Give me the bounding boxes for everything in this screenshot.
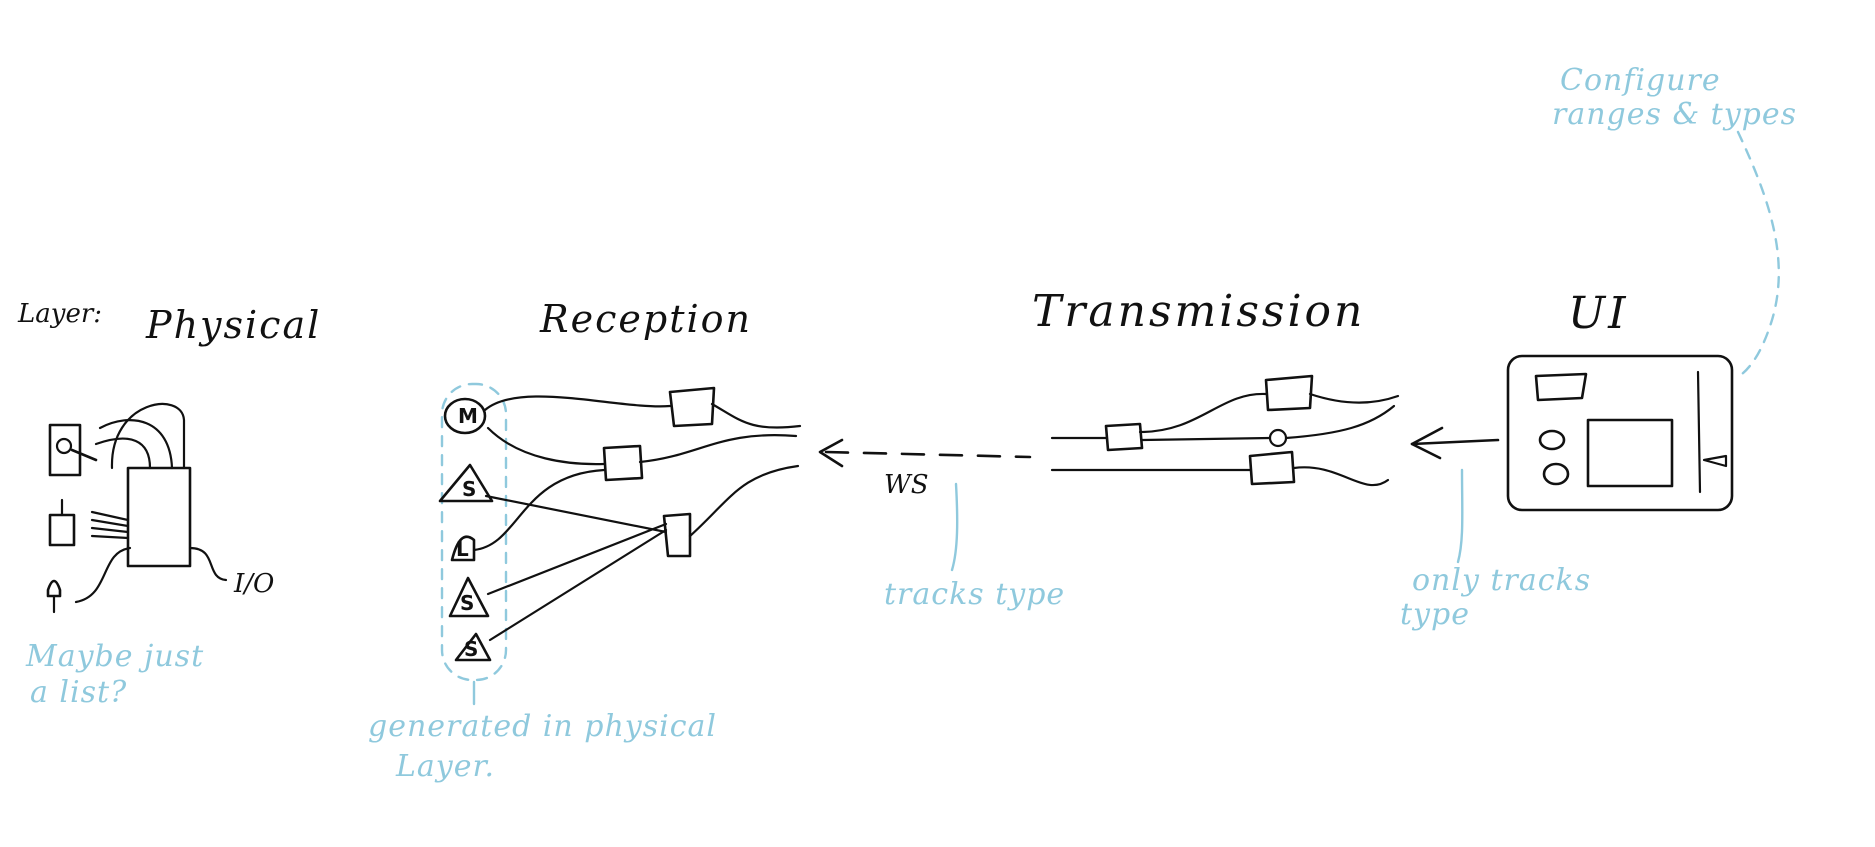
reception-wire-1 [483, 395, 672, 412]
layer-title-reception: Reception [539, 297, 752, 341]
transmission-layer-diagram [1050, 374, 1400, 487]
websocket-link: WS [818, 438, 1032, 500]
sensor-s3-shape [454, 632, 492, 662]
led-device-icon [46, 579, 62, 598]
sensor-s3-glyph: S [464, 637, 478, 661]
physical-layer-diagram: I/O [46, 402, 274, 614]
sensor-l-glyph: L [456, 537, 469, 561]
reception-wire-4 [638, 434, 798, 464]
note-configure-leader [1736, 130, 1780, 376]
reception-wire-7 [486, 522, 668, 596]
layer-prefix-label: Layer: [17, 299, 102, 329]
sensor-m-shape [443, 397, 487, 435]
layer-title-physical: Physical [145, 303, 321, 347]
ui-arrowhead [1410, 426, 1444, 460]
ui-widget-slider-track [1696, 370, 1702, 494]
transmission-node-2 [1264, 374, 1314, 412]
ui-arrow-shaft [1410, 438, 1500, 446]
note-physical-line-2: a list? [30, 675, 127, 710]
switch-device-icon [48, 423, 82, 477]
note-tracks-type: tracks type [884, 577, 1065, 612]
transmission-node-3 [1248, 450, 1296, 486]
ui-widget-label [1534, 372, 1588, 402]
reception-wire-8 [488, 528, 668, 642]
sensor-s1-shape [438, 463, 494, 503]
note-physical-line-1: Maybe just [25, 639, 204, 674]
transmission-wire-4 [1140, 436, 1272, 442]
controller-board [126, 466, 192, 568]
sensor-s2-shape [448, 576, 490, 618]
reception-node-2 [602, 444, 644, 482]
generated-sensors-outline [440, 382, 508, 682]
wire-3 [94, 437, 152, 470]
layer-title-ui: UI [1568, 288, 1628, 339]
note-only-tracks-line-2: type [1400, 597, 1470, 632]
layer-title-transmission: Transmission [1032, 286, 1365, 337]
reception-node-1 [668, 386, 716, 428]
reception-wire-6 [484, 494, 668, 534]
wire-7 [90, 534, 130, 540]
sensor-m-glyph: M [458, 404, 478, 428]
box-device-icon [48, 513, 76, 547]
switch-knob-icon [55, 437, 73, 455]
note-configure-line-2: ranges & types [1552, 97, 1797, 132]
wire-5 [90, 518, 130, 528]
sensor-l-shape [450, 535, 476, 562]
wire-4 [90, 510, 130, 522]
ws-label: WS [884, 470, 929, 500]
ui-device-frame [1506, 354, 1734, 512]
ws-arrowhead [818, 438, 844, 468]
note-generated-line-1: generated in physical [368, 709, 717, 744]
io-label: I/O [233, 569, 274, 599]
transmission-wire-7 [1292, 466, 1390, 487]
switch-lever [70, 448, 98, 462]
note-tracks-type-leader [950, 482, 959, 572]
transmission-wire-5 [1284, 404, 1396, 440]
ui-widget-panel [1586, 418, 1674, 488]
annotations: Maybe just a list? generated in physical… [25, 63, 1797, 784]
reception-node-3 [662, 512, 692, 558]
note-generated-line-2: Layer. [395, 749, 495, 784]
wire-8 [74, 546, 132, 604]
wire-2 [98, 419, 174, 470]
sensor-s2-glyph: S [460, 591, 474, 615]
reception-wire-5 [472, 468, 606, 552]
transmission-wire-2 [1138, 392, 1268, 434]
ui-layer-diagram [1410, 354, 1734, 512]
ui-widget-button-2 [1542, 462, 1570, 486]
wire-6 [90, 526, 130, 534]
io-wire [188, 546, 228, 582]
transmission-junction [1268, 428, 1288, 448]
ui-widget-slider-handle [1702, 454, 1728, 468]
note-only-tracks-line-1: only tracks [1412, 563, 1591, 598]
reception-wire-2 [710, 402, 802, 429]
ws-dashed-line [824, 450, 1032, 459]
note-only-tracks-leader [1456, 468, 1464, 564]
reception-layer-diagram: M S L S S [438, 382, 802, 682]
reception-wire-9 [688, 464, 800, 538]
ui-widget-button-1 [1538, 429, 1566, 451]
transmission-wire-3 [1308, 392, 1400, 404]
wire-1 [110, 402, 186, 470]
reception-wire-3 [486, 426, 606, 466]
sensor-s1-glyph: S [462, 477, 476, 501]
note-configure-line-1: Configure [1560, 63, 1721, 98]
transmission-node-1 [1104, 422, 1144, 452]
